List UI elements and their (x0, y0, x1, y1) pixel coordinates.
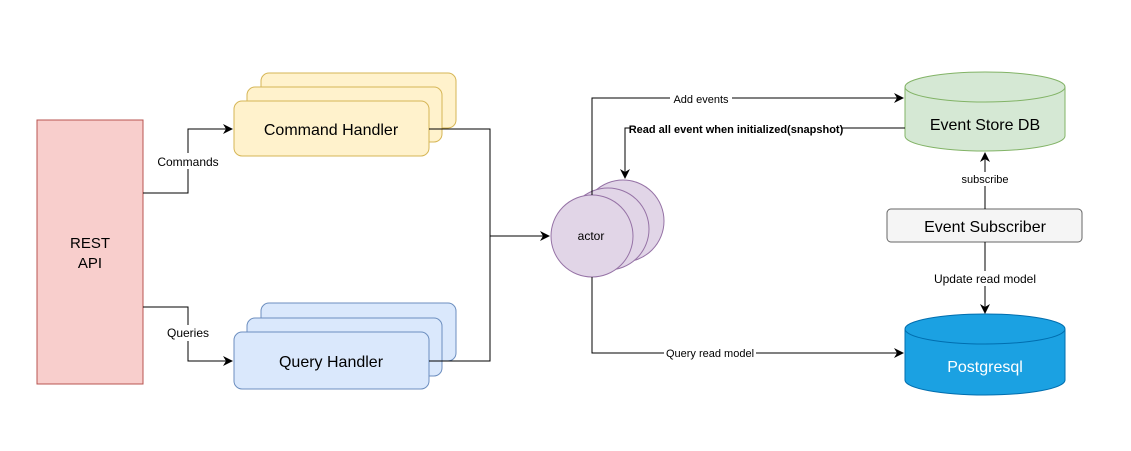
edge-update-read-model: Update read model (930, 242, 1040, 314)
postgresql-label: Postgresql (947, 359, 1023, 376)
edge-queries: Queries (143, 306, 233, 366)
edge-subscribe: subscribe (957, 152, 1013, 209)
actor-node: actor (550, 179, 665, 278)
edge-add-events: Add events (591, 91, 904, 195)
event-store-db-label: Event Store DB (930, 117, 1040, 134)
command-handler-node: Command Handler (233, 72, 457, 157)
command-handler-label: Command Handler (264, 122, 399, 139)
edge-label-subscribe: subscribe (961, 174, 1008, 186)
edge-label-add-events: Add events (673, 94, 729, 106)
event-store-db-node: Event Store DB (904, 71, 1066, 152)
query-handler-label: Query Handler (279, 354, 384, 371)
event-subscriber-node: Event Subscriber (886, 208, 1083, 243)
edge-handlers-to-actor (429, 128, 550, 362)
edge-label-query-read-model: Query read model (666, 348, 754, 360)
edge-read-all-events: Read all event when initialized(snapshot… (620, 121, 905, 179)
event-subscriber-label: Event Subscriber (924, 219, 1047, 236)
rest-api-node: REST API (36, 119, 144, 385)
postgresql-node: Postgresql (904, 313, 1066, 396)
rest-api-label-line1: REST (70, 235, 110, 252)
actor-label: actor (578, 229, 605, 243)
edge-label-commands: Commands (157, 155, 218, 169)
edge-label-queries: Queries (167, 326, 209, 340)
edge-label-update-read-model: Update read model (934, 272, 1036, 286)
edge-label-read-all-events: Read all event when initialized(snapshot… (629, 124, 844, 136)
rest-api-label-line2: API (78, 255, 102, 272)
edge-commands: Commands (143, 124, 233, 194)
query-handler-node: Query Handler (233, 302, 457, 390)
edge-query-read-model: Query read model (591, 277, 904, 360)
